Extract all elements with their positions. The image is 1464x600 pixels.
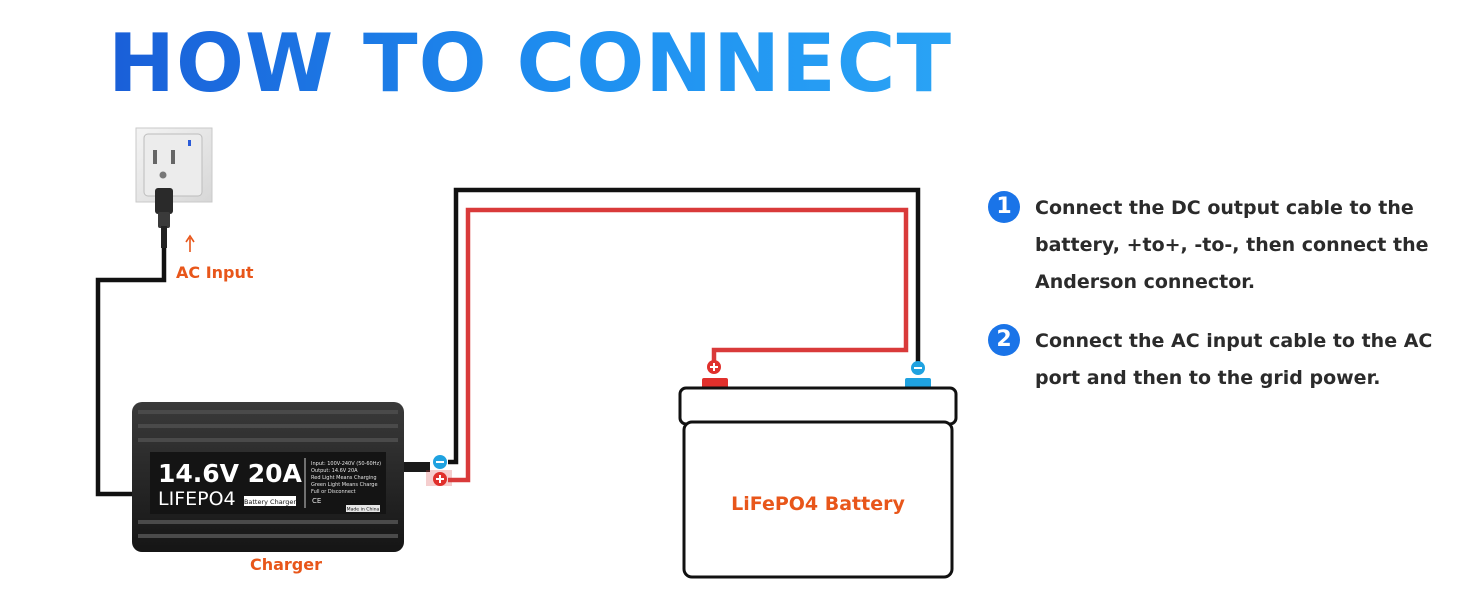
charger-label: Charger [250, 555, 322, 574]
ac-plug [155, 188, 173, 248]
charger-spec-line: Green Light Means Charge [311, 482, 378, 488]
step-text: Connect the DC output cable to the batte… [1035, 197, 1429, 293]
charger-badge: Battery Charger [244, 498, 296, 506]
charger: 14.6V 20A LIFEPO4 Battery Charger Input:… [132, 402, 404, 552]
charger-rating: 14.6V 20A [158, 459, 303, 488]
instruction-steps: 1 Connect the DC output cable to the bat… [988, 190, 1448, 419]
step-text: Connect the AC input cable to the AC por… [1035, 330, 1433, 389]
charger-spec-line: Full or Disconnect [311, 489, 356, 495]
battery-label: LiFePO4 Battery [731, 493, 905, 515]
charger-model: LIFEPO4 [158, 488, 236, 510]
ac-input-cable [95, 248, 167, 497]
charger-spec-line: Output: 14.6V 20A [311, 468, 358, 474]
wall-outlet [135, 127, 213, 203]
negative-dc-cable [448, 187, 921, 465]
step-2: 2 Connect the AC input cable to the AC p… [988, 323, 1448, 397]
step-number-badge: 1 [988, 191, 1020, 223]
ac-input-label: AC Input [176, 263, 254, 282]
up-arrow-icon [185, 234, 195, 252]
battery: LiFePO4 Battery [678, 360, 958, 579]
charger-spec-line: Input: 100V-240V (50-60Hz) [311, 461, 381, 467]
charger-output-connector [404, 455, 452, 486]
step-number-badge: 2 [988, 324, 1020, 356]
step-1: 1 Connect the DC output cable to the bat… [988, 190, 1448, 301]
charger-made-in: Made in China [347, 507, 380, 513]
charger-cert: CE [312, 497, 321, 505]
charger-spec-line: Red Light Means Charging [311, 475, 377, 481]
positive-dc-cable [448, 207, 909, 483]
page-title: HOW TO CONNECT [108, 14, 952, 114]
